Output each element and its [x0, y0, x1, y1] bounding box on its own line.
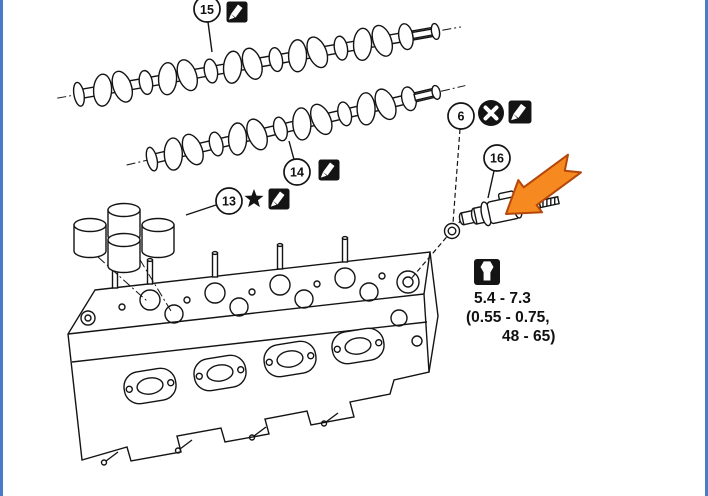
sealant-icon — [268, 188, 290, 210]
callout-circle — [447, 102, 475, 130]
left-border — [0, 0, 3, 496]
port-flange — [123, 367, 177, 405]
sealant-icon — [226, 1, 248, 23]
torque-line-1: 5.4 - 7.3 — [474, 290, 531, 307]
right-border — [705, 0, 708, 496]
sealant-icon — [318, 159, 340, 181]
port-flange — [193, 354, 247, 392]
star-icon — [244, 189, 264, 208]
port-flange — [331, 327, 385, 365]
port-studs — [100, 412, 339, 466]
sensor-boss — [80, 270, 423, 347]
callout-sensor: 16 — [483, 144, 511, 199]
o-ring — [443, 222, 461, 240]
sensor-axis-line — [409, 218, 463, 281]
camshaft-upper — [57, 22, 462, 107]
exhaust-ports — [123, 327, 385, 405]
callout-circle — [483, 144, 511, 172]
valve-lifter — [107, 232, 141, 274]
torque-spec: 5.4 - 7.3 (0.55 - 0.75, 48 - 65) — [466, 290, 555, 345]
callout-camshaft-upper: 15 — [193, 0, 248, 53]
torque-icon — [474, 259, 500, 285]
valve-lifter — [73, 217, 107, 259]
callout-number: 6 — [458, 110, 465, 124]
deck-bores — [118, 267, 386, 324]
valve-lifters — [73, 202, 175, 274]
highlight-arrow-icon — [505, 153, 582, 215]
torque-line-3: 48 - 65) — [502, 328, 555, 345]
callout-number: 16 — [490, 152, 504, 166]
lifter-axis-line — [97, 256, 148, 302]
callout-camshaft-lower: 14 — [283, 140, 340, 186]
valve-lifter — [141, 217, 175, 259]
callout-circle — [215, 187, 243, 215]
callout-number: 14 — [290, 166, 304, 180]
callout-circle — [283, 158, 311, 186]
torque-line-2: (0.55 - 0.75, — [466, 309, 550, 326]
callout-number: 13 — [222, 195, 236, 209]
callout-circle — [193, 0, 221, 23]
port-flange — [263, 340, 317, 378]
sealant-icon — [508, 100, 532, 124]
camshaft-lower — [126, 84, 466, 172]
callout-o-ring: 6 — [447, 100, 532, 224]
callout-number: 15 — [200, 3, 214, 17]
do-not-reuse-icon — [478, 100, 504, 126]
callout-lifter: 13 — [185, 187, 290, 216]
